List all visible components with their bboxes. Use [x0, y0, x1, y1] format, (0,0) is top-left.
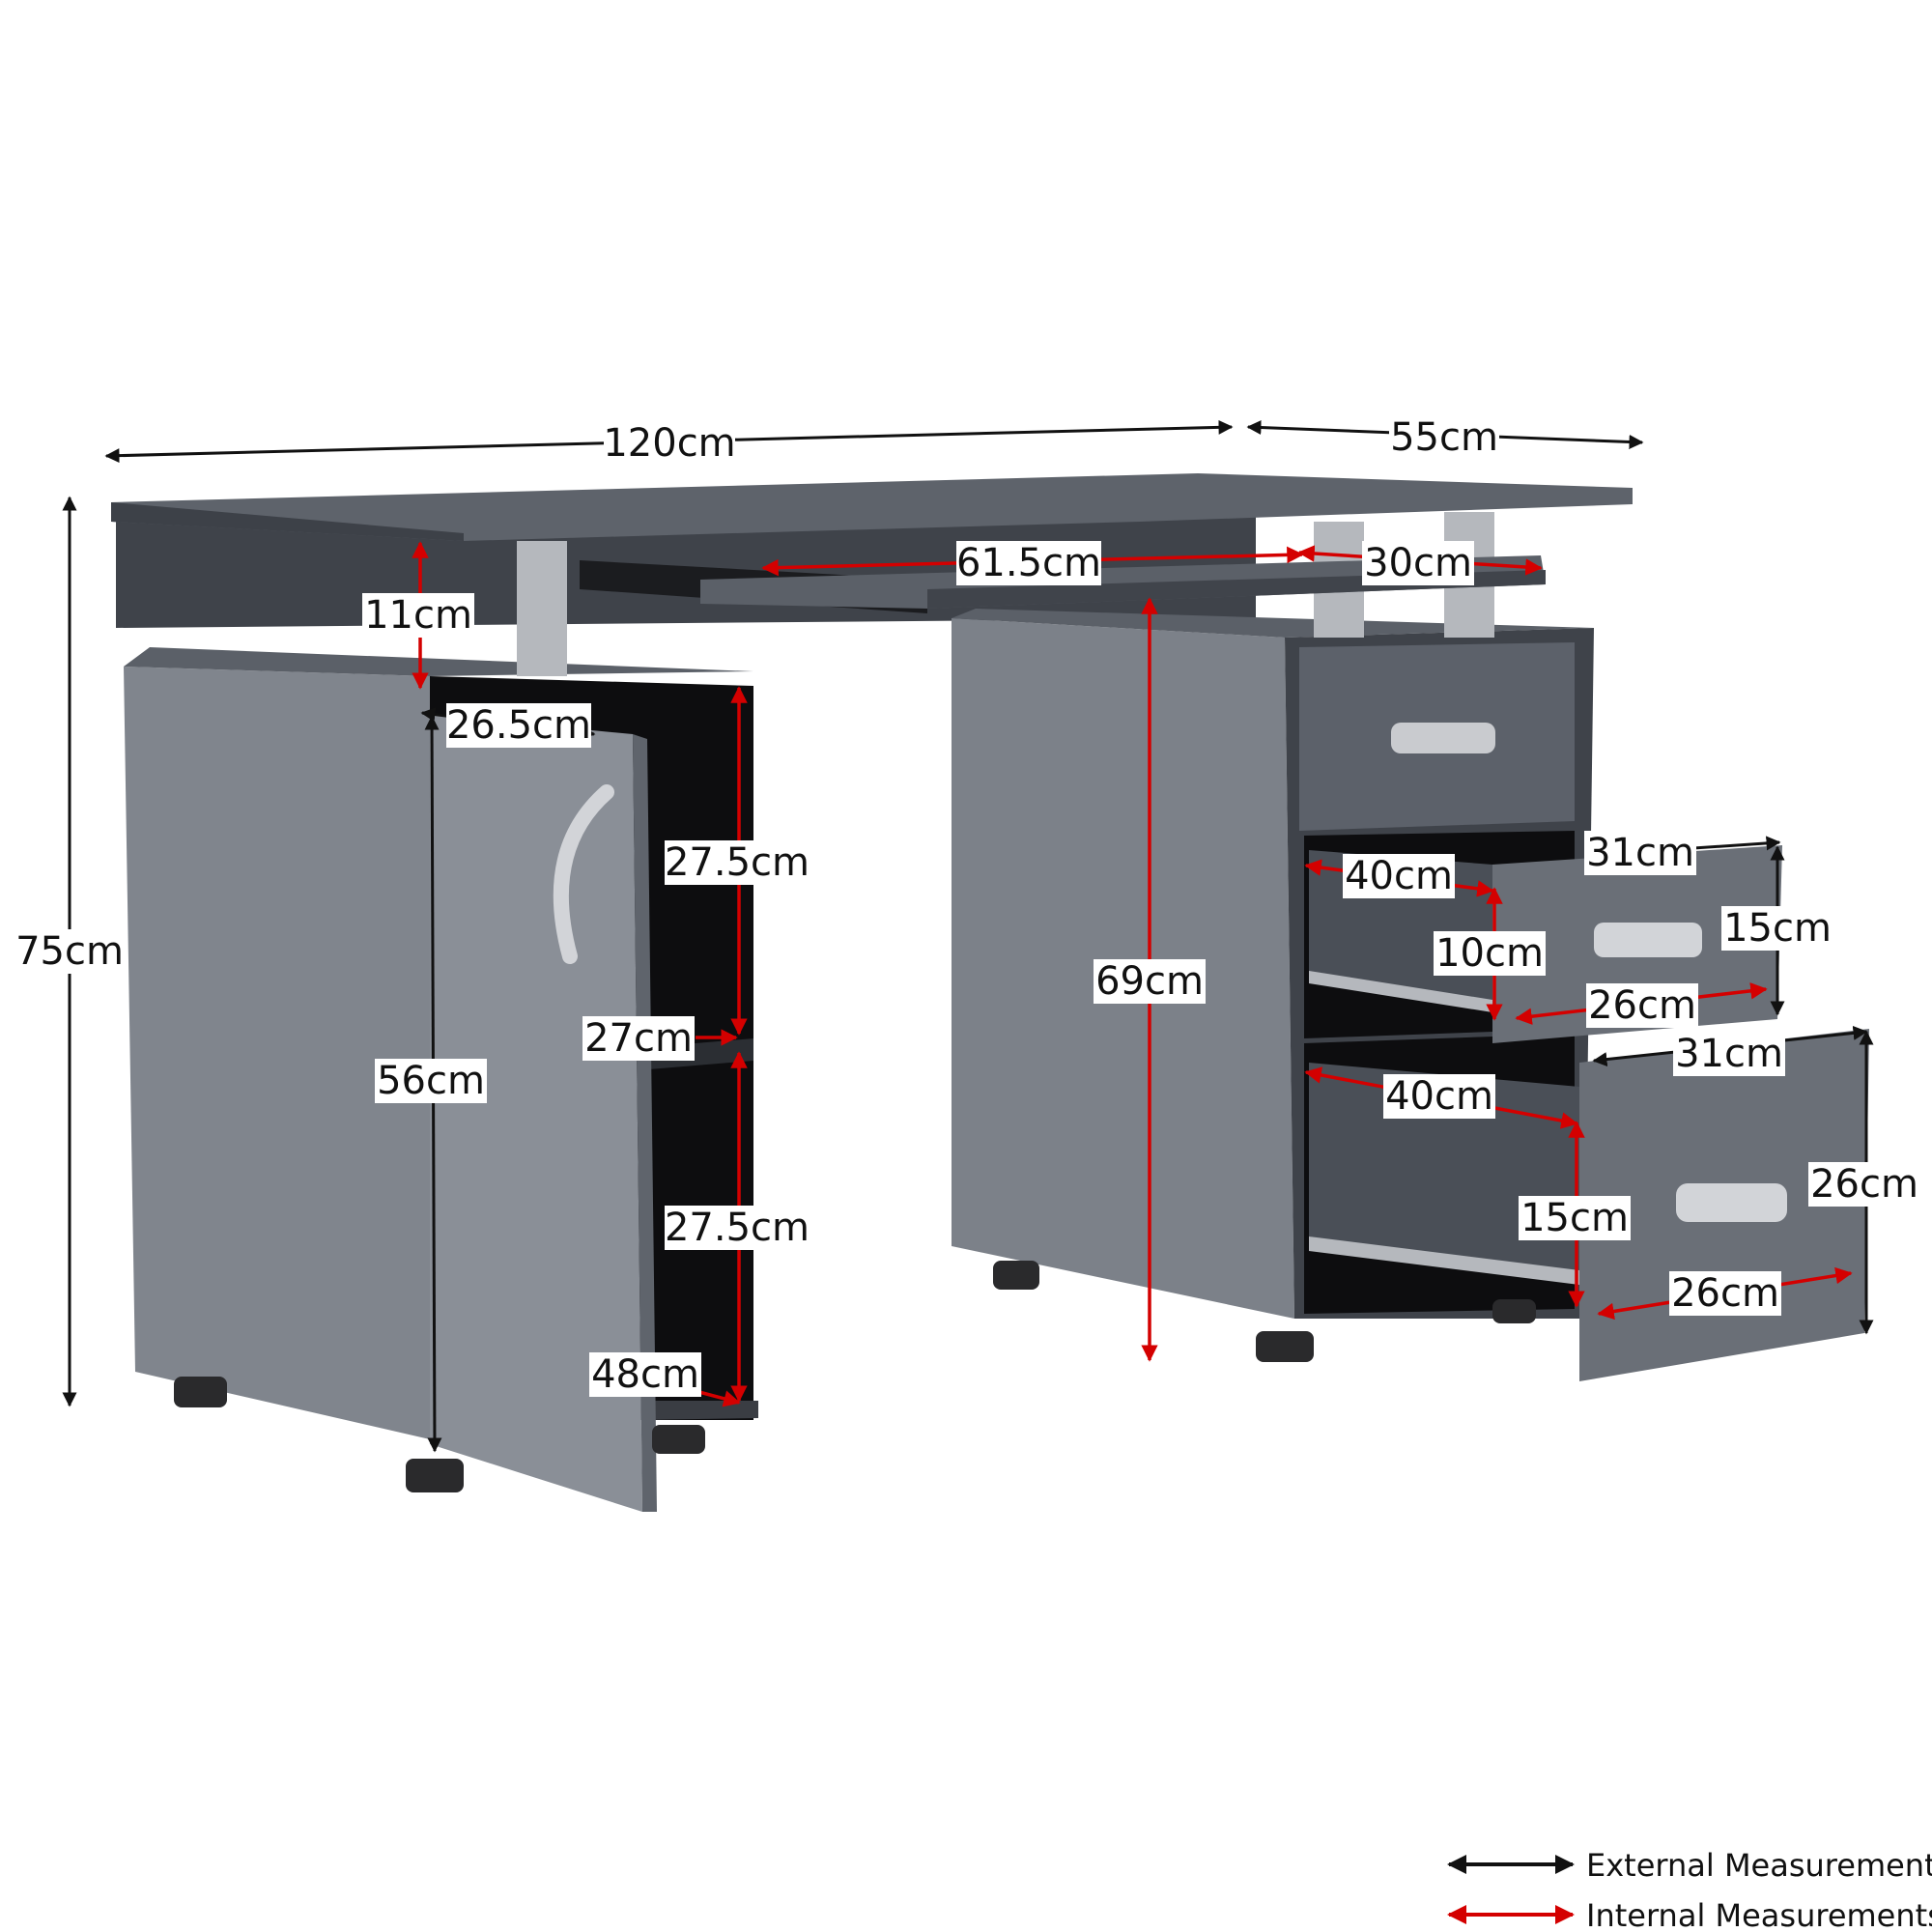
label-desk-width: 120cm [603, 421, 735, 466]
label-shelf-depth: 26.5cm [446, 703, 591, 748]
label-desk-depth: 55cm [1390, 415, 1498, 460]
left-cabinet-side [124, 667, 430, 1439]
label-cabinet-depth: 27cm [584, 1016, 693, 1061]
left-cabinet-top [124, 647, 753, 676]
label-door-height: 56cm [377, 1059, 485, 1103]
label-drawer2-depth: 40cm [1345, 854, 1453, 898]
support-post [517, 541, 567, 676]
measurement-labels: 120cm 55cm 75cm 26.5cm 56cm 31cm 15cm 31… [14, 415, 1920, 1397]
legend-internal-label: Internal Measurements [1586, 1897, 1932, 1932]
leg [1492, 1299, 1536, 1323]
right-pedestal [952, 609, 1869, 1381]
leg [652, 1425, 705, 1454]
leg [993, 1261, 1039, 1290]
label-drawer2-width: 31cm [1586, 831, 1694, 875]
arrow-cabinet-width [695, 1389, 741, 1407]
top-drawer-handle [1391, 723, 1495, 753]
desktop-edge [111, 502, 464, 541]
label-drawer3-width: 31cm [1675, 1032, 1783, 1076]
drawer-rail [1309, 1236, 1579, 1285]
label-cabinet-lower: 27.5cm [665, 1206, 810, 1250]
pedestal-top [952, 609, 1594, 638]
cabinet-door-edge [633, 734, 657, 1512]
label-drawer2-inner-height: 10cm [1435, 931, 1544, 976]
bottom-drawer-handle [1676, 1183, 1787, 1222]
drawer-rail [1309, 971, 1492, 1012]
label-leg-clearance: 69cm [1095, 959, 1204, 1004]
label-drawer3-height: 26cm [1810, 1162, 1918, 1207]
middle-drawer-handle [1594, 923, 1702, 957]
door-handle [553, 784, 614, 964]
label-top-gap: 11cm [364, 593, 472, 638]
leg [406, 1459, 464, 1492]
label-keyboard-depth: 30cm [1364, 541, 1472, 585]
label-drawer3-inner-height: 15cm [1520, 1196, 1629, 1240]
label-keyboard-width: 61.5cm [956, 541, 1101, 585]
label-drawer3-depth: 40cm [1385, 1074, 1493, 1119]
legend: External Measurements Internal Measureme… [1447, 1847, 1932, 1932]
cabinet-door [430, 715, 642, 1512]
leg [1256, 1331, 1314, 1362]
label-cabinet-width: 48cm [591, 1352, 699, 1397]
legend-external-label: External Measurements [1586, 1847, 1932, 1884]
desktop-top [111, 473, 1633, 541]
label-drawer2-height: 15cm [1723, 906, 1832, 951]
label-drawer2-inner-width: 26cm [1588, 983, 1696, 1028]
label-desk-height: 75cm [15, 929, 124, 974]
label-cabinet-upper: 27.5cm [665, 840, 810, 885]
label-drawer3-inner-width: 26cm [1671, 1271, 1779, 1316]
leg [174, 1377, 227, 1407]
